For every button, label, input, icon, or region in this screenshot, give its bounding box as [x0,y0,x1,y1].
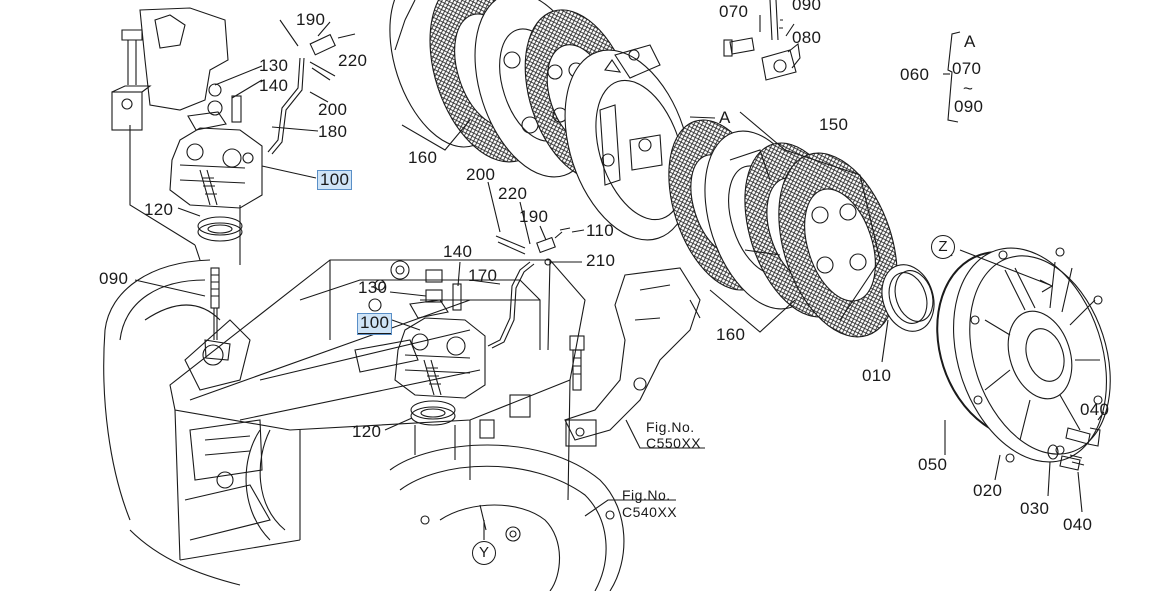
bolts-040 [1047,427,1101,471]
fittings-middle [495,227,571,266]
label-050[interactable]: 050 [918,455,948,474]
bracket-060 [947,31,961,123]
lever-090 [761,0,797,81]
label-220a[interactable]: 220 [338,51,368,70]
oil-seal-010 [881,264,935,332]
label-160b[interactable]: 160 [716,325,746,344]
upper-bracket-housing [111,7,229,131]
fig-ref-c540-title: Fig.No. [622,487,671,503]
transmission-case [169,259,586,561]
label-150[interactable]: 150 [819,115,849,134]
label-190a[interactable]: 190 [296,10,326,29]
label-020[interactable]: 020 [973,481,1003,500]
label-090a[interactable]: 090 [99,269,129,288]
bracket-070: 070 [952,59,982,78]
bracket-a: A [964,32,976,51]
label-040a[interactable]: 040 [1080,400,1110,419]
label-200a[interactable]: 200 [318,100,348,119]
fitting-220a [309,33,336,56]
bracket-tilde: ~ [963,79,974,98]
fig-ref-c540-code[interactable]: C540XX [622,504,678,520]
view-marker-y: Y [472,541,496,565]
label-190b[interactable]: 190 [519,207,549,226]
label-040b[interactable]: 040 [1063,515,1093,534]
fig-ref-c550-title: Fig.No. [646,419,695,435]
pipe-180 [267,57,301,153]
clutch-discs-150 [668,119,898,338]
bracket-c550 [564,267,701,447]
label-120a[interactable]: 120 [144,200,174,219]
label-090b[interactable]: 090 [792,0,822,14]
label-120b[interactable]: 120 [352,422,382,441]
pin-070 [723,37,755,57]
label-170[interactable]: 170 [468,266,498,285]
label-a-marker: A [719,108,731,127]
label-130a[interactable]: 130 [259,56,289,75]
label-110[interactable]: 110 [586,221,615,240]
label-100b-highlighted[interactable]: 100 [356,313,393,335]
valve-100-top [169,83,263,209]
rear-cover-020 [953,247,1111,463]
label-080[interactable]: 080 [792,28,822,47]
valve-100-lower [394,269,486,399]
seal-120-top [197,216,243,236]
label-140b[interactable]: 140 [443,242,473,261]
fig-ref-c550-code[interactable]: C550XX [646,435,702,451]
label-100a-highlighted[interactable]: 100 [316,170,353,190]
label-010[interactable]: 010 [862,366,892,385]
separator-plate-a [564,44,692,241]
label-060[interactable]: 060 [900,65,930,84]
label-200b[interactable]: 200 [466,165,496,184]
flywheel-housing [389,444,625,591]
seal-120-lower [410,400,456,420]
left-casting [103,259,286,586]
label-070a[interactable]: 070 [719,2,749,21]
view-marker-z: Z [931,235,955,259]
label-220b[interactable]: 220 [498,184,528,203]
label-160a[interactable]: 160 [408,148,438,167]
label-130b[interactable]: 130 [358,278,388,297]
label-140a[interactable]: 140 [259,76,289,95]
label-030[interactable]: 030 [1020,499,1050,518]
label-210[interactable]: 210 [586,251,616,270]
bracket-090: 090 [954,97,984,116]
bolt-c550 [569,335,585,391]
label-180[interactable]: 180 [318,122,348,141]
